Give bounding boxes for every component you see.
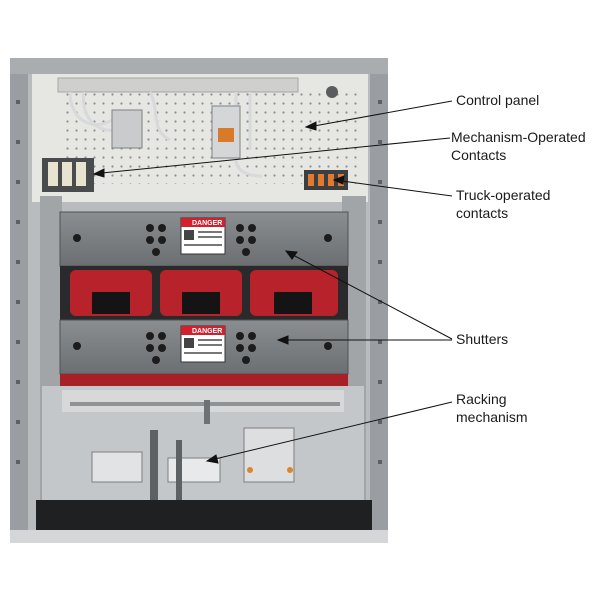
lower-danger-sign: DANGER [180,325,226,363]
cabinet-top-rail [10,58,388,74]
mechanism-label-line2: Contacts [451,147,507,163]
upper-danger-sign: DANGER [180,217,226,255]
leader-shutters-upper [292,254,453,340]
truck-label-line1: Truck-operated [456,187,551,203]
shutters-label-line1: Shutters [456,331,509,347]
racking-back-wall [62,390,344,412]
mechanism-operated-contacts-label: Mechanism-Operated Contacts [451,128,586,164]
control-wiring [68,91,263,178]
mechanism-operated-contacts-device [42,158,94,192]
cable-gland [326,86,338,98]
cabinet-floor [10,530,388,543]
upper-danger-text: DANGER [192,220,222,227]
control-panel-label-line1: Control panel [456,92,540,108]
post-hole-strip-left [16,100,20,464]
primary-bushings [60,266,348,320]
racking-label-line1: Racking [456,391,507,407]
terminal-block-left [111,109,143,149]
callout-leaders [92,100,453,464]
control-panel-perforation [60,92,360,184]
truck-label-line2: contacts [456,205,509,221]
top-cable-duct [57,77,299,93]
leader-mechanism-contacts [101,137,451,174]
leader-truck-contacts [341,180,453,197]
terminal-relay [218,128,234,142]
shutters-label: Shutters [456,330,508,348]
racking-label-line2: mechanism [456,409,528,425]
post-hole-strip-right [378,100,382,464]
racking-mechanism-label: Racking mechanism [456,390,528,426]
leader-control-panel [313,100,453,127]
lower-bushing-strip [60,374,348,386]
racking-base-plate [36,500,372,530]
control-panel-label: Control panel [456,91,539,109]
truck-operated-contacts-label: Truck-operated contacts [456,186,550,222]
leader-racking-mechanism [214,401,453,460]
lower-danger-text: DANGER [192,328,222,335]
mechanism-label-line1: Mechanism-Operated [451,129,586,145]
